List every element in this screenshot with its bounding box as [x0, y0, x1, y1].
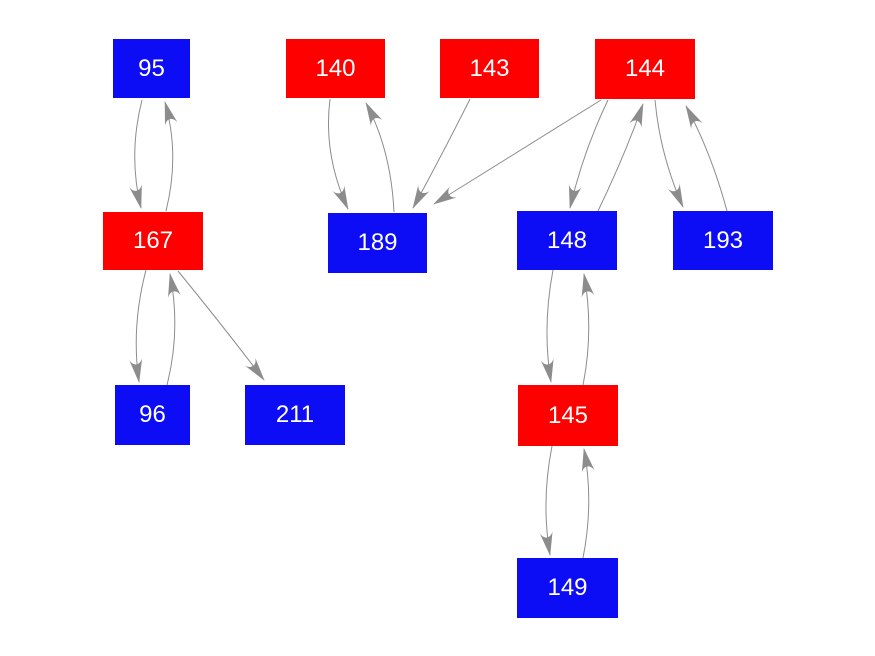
edge-167-95	[164, 101, 178, 212]
edge-95-167	[129, 99, 143, 209]
graph-node-label: 193	[702, 226, 744, 254]
graph-node-label: 167	[132, 227, 174, 254]
edge-193-144	[685, 105, 728, 212]
graph-node-148: 148	[517, 211, 617, 270]
edge-144-148	[568, 99, 609, 209]
edge-167-211	[177, 270, 265, 381]
edge-140-189	[328, 98, 349, 210]
graph-node-96: 96	[115, 385, 190, 445]
edge-144-189	[433, 99, 602, 205]
graph-node-label: 95	[138, 54, 165, 82]
edges-group	[129, 98, 728, 559]
edge-149-145	[581, 448, 595, 559]
graph-node-label: 144	[624, 55, 666, 82]
graph-node-label: 143	[469, 54, 510, 82]
graph-node-143: 143	[440, 39, 539, 98]
graph-node-label: 140	[315, 54, 356, 82]
graph-node-label: 96	[139, 401, 166, 428]
graph-node-95: 95	[113, 39, 190, 98]
graph-node-140: 140	[286, 39, 385, 98]
edge-189-140	[365, 102, 395, 213]
graph-node-145: 145	[518, 385, 618, 446]
edge-148-144	[597, 103, 644, 212]
edge-145-148	[581, 273, 595, 386]
graph-node-label: 145	[547, 401, 589, 429]
edge-167-96	[129, 269, 147, 383]
graph-node-167: 167	[103, 212, 203, 270]
graph-node-149: 149	[517, 558, 618, 618]
edge-96-167	[166, 273, 181, 386]
graph-node-211: 211	[245, 385, 345, 445]
graph-node-label: 189	[357, 229, 398, 256]
edge-148-145	[540, 269, 554, 383]
graph-node-144: 144	[595, 39, 695, 99]
graph-node-193: 193	[673, 211, 773, 270]
graph-node-189: 189	[328, 213, 427, 273]
graph-node-label: 211	[275, 401, 315, 428]
graph-node-label: 149	[547, 574, 588, 601]
edge-145-149	[539, 445, 553, 556]
edge-143-189	[412, 98, 471, 209]
edge-144-193	[654, 99, 684, 208]
graph-node-label: 148	[546, 226, 588, 254]
